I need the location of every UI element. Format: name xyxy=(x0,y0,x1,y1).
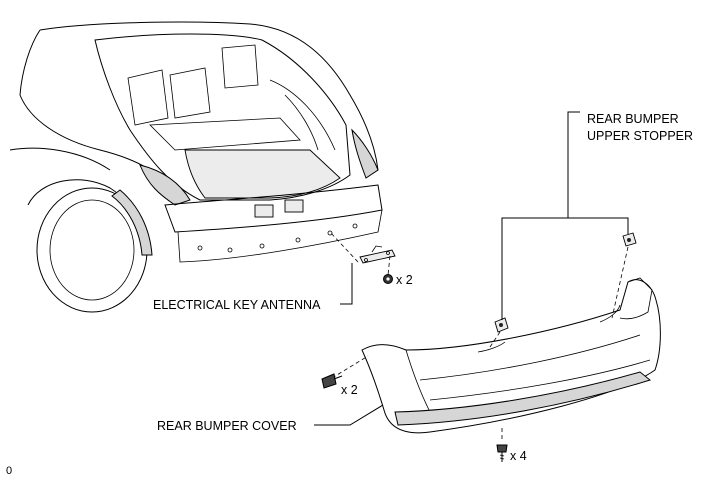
antenna-leader-line xyxy=(340,263,353,305)
upper-stopper-left-icon xyxy=(494,317,509,333)
lower-screw-icon xyxy=(496,444,508,462)
bumper-cover-leader-line xyxy=(314,404,384,426)
upper-stopper-label-line1: REAR BUMPER xyxy=(587,112,679,126)
bumper-cover-label: REAR BUMPER COVER xyxy=(157,419,297,433)
antenna-nut-guide-line xyxy=(387,255,391,276)
side-clip-guide-line xyxy=(331,355,369,379)
electrical-key-antenna xyxy=(359,245,396,264)
key-antenna-label: ELECTRICAL KEY ANTENNA xyxy=(153,298,321,312)
antenna-nut-icon xyxy=(383,274,393,284)
antenna-guide-line xyxy=(329,231,359,263)
corner-mark: 0 xyxy=(6,465,12,477)
stopper-right-guide-line xyxy=(611,246,629,319)
upper-stopper-label-line2: UPPER STOPPER xyxy=(587,129,693,143)
upper-stopper-leader-line xyxy=(501,111,629,320)
stopper-left-guide-line xyxy=(487,331,501,351)
side-clip-quantity: x 2 xyxy=(341,383,358,397)
upper-stopper-right-icon xyxy=(622,232,637,247)
lower-screw-quantity: x 4 xyxy=(510,449,527,463)
side-clip-icon xyxy=(321,373,343,389)
antenna-nut-quantity: x 2 xyxy=(396,273,413,287)
vehicle-rear-body xyxy=(9,21,383,313)
rear-bumper-cover xyxy=(361,277,661,434)
